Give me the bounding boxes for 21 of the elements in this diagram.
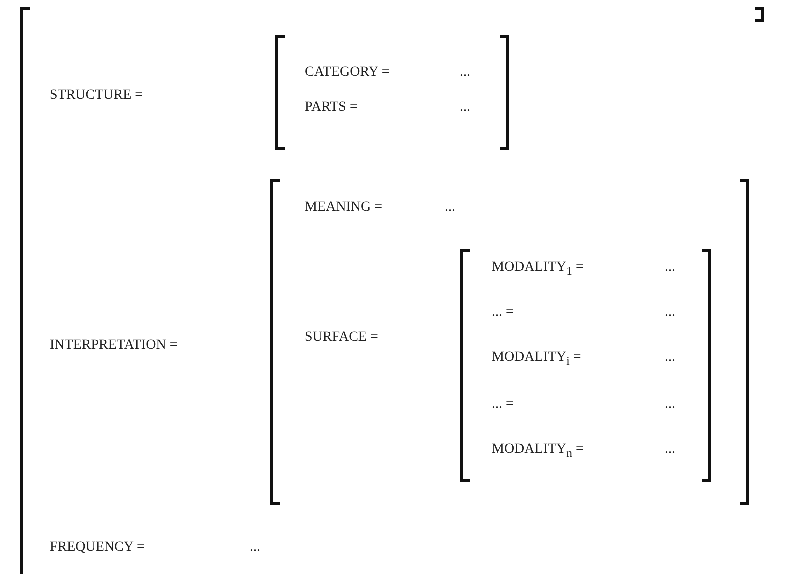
attribute-name: MODALITY$_{i}$ = [492,350,582,370]
attribute-name: MODALITY$_{1}$ = [492,260,584,280]
attribute-name: ... = [492,397,514,413]
attribute-value: ... [665,397,676,413]
attribute-value: ... [445,200,456,216]
attribute-value: ... [460,100,470,116]
attribute-name: INTERPRETATION = [50,338,178,354]
attribute-value: ... [665,350,676,366]
attribute-name: CATEGORY = [305,65,390,81]
attribute-name: MODALITY$_{n}$ = [492,442,584,462]
attribute-value: ... [665,305,676,321]
attribute-value: ... [665,442,676,458]
attribute-value: ... [250,540,260,556]
attribute-name: SURFACE = [305,330,378,346]
attribute-name: FREQUENCY = [50,540,145,556]
attribute-value: ... [460,65,470,81]
attribute-name: STRUCTURE = [50,88,144,104]
attribute-value: ... [665,260,676,276]
attribute-name: MEANING = [305,200,382,216]
attribute-name: ... = [492,305,514,321]
attribute-name: PARTS = [305,100,358,116]
